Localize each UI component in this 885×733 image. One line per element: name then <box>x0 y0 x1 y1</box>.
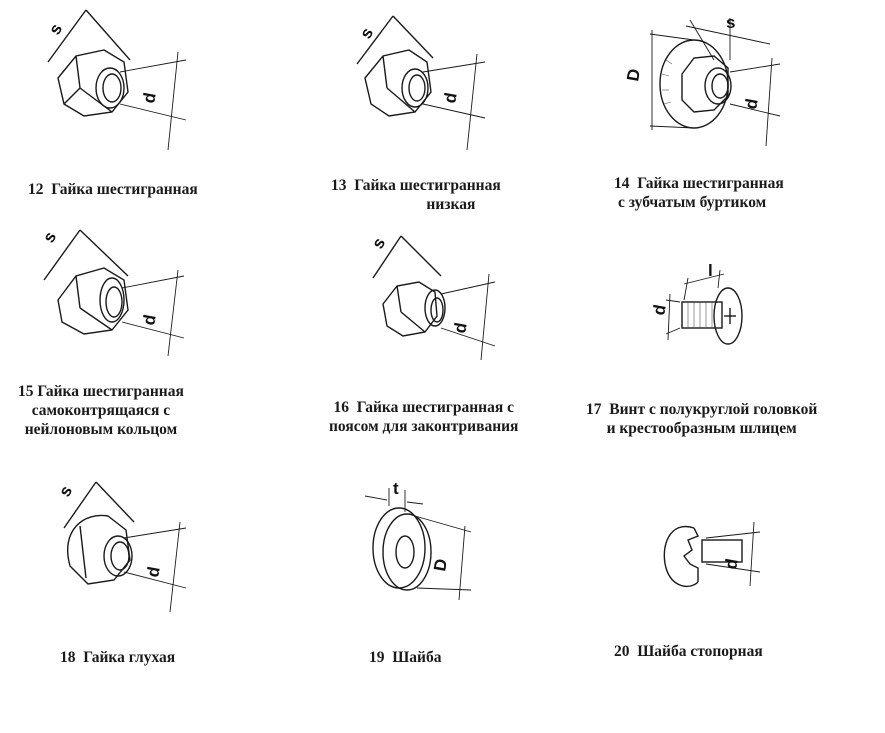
dim-s-label: s <box>45 20 66 38</box>
caption-14: 14 Гайка шестигранная с зубчатым буртико… <box>614 175 784 211</box>
dim-d-label: d <box>649 303 670 317</box>
dim-l-label: l <box>708 261 713 280</box>
dim-s-label: s <box>726 13 735 32</box>
caption-16: 16 Гайка шестигранная с поясом для закон… <box>329 399 519 435</box>
dim-s-label: s <box>368 234 389 252</box>
dim-t-label: t <box>393 479 399 498</box>
figure-12: s d 12 Гайка шестигранная <box>0 0 295 230</box>
figure-18: s d 18 Гайка глухая <box>0 460 295 733</box>
dim-d-label: d <box>143 565 164 579</box>
figure-13: s d 13 Гайка шестигранная низкая <box>295 0 590 230</box>
dim-d-label: d <box>139 91 160 105</box>
low-hex-nut-icon: s d <box>356 15 486 151</box>
dim-d-label: d <box>139 313 160 327</box>
dim-s-label: s <box>356 24 377 42</box>
dim-D-label: D <box>623 67 644 82</box>
nylon-insert-nut-icon: s d <box>39 228 185 357</box>
hex-nut-icon: s d <box>45 9 187 151</box>
dim-d-label: d <box>450 321 471 335</box>
figure-16: s d 16 Гайка шестигранная с поясом для з… <box>295 230 590 460</box>
cap-nut-icon: s d <box>55 481 187 613</box>
caption-17: 17 Винт с полукруглой головкой и крестоо… <box>586 401 818 437</box>
caption-15: 15 Гайка шестигранная самоконтрящаяся с … <box>18 383 184 438</box>
dim-d-label: d <box>440 91 461 105</box>
collar-lock-nut-icon: s d <box>368 234 496 361</box>
dim-s-label: s <box>55 482 76 500</box>
dim-D-label: D <box>430 557 451 572</box>
caption-12: 12 Гайка шестигранная <box>28 181 198 198</box>
dim-d-label: d <box>721 557 742 571</box>
caption-18: 18 Гайка глухая <box>60 649 176 666</box>
caption-13: 13 Гайка шестигранная низкая <box>331 177 501 213</box>
phillips-pan-head-screw-icon: l d <box>649 261 743 345</box>
washer-icon: t D <box>364 479 472 601</box>
dim-s-label: s <box>39 228 60 246</box>
figure-15: s d 15 Гайка шестигранная самоконтрящаяс… <box>0 228 295 460</box>
figure-20: d 20 Шайба стопорная <box>590 460 885 733</box>
figure-14: D s d 14 Гайка шестигранная с зубчатым б… <box>590 0 885 230</box>
retaining-ring-icon: d <box>663 521 761 588</box>
dim-d-label: d <box>741 97 762 111</box>
figure-19: t D 19 Шайба <box>295 460 590 733</box>
figure-17: l d 17 Винт с полукруглой головкой и кре… <box>586 230 885 460</box>
caption-19: 19 Шайба <box>369 649 442 666</box>
serrated-flange-nut-icon: D s d <box>623 13 781 147</box>
caption-20: 20 Шайба стопорная <box>614 643 763 660</box>
